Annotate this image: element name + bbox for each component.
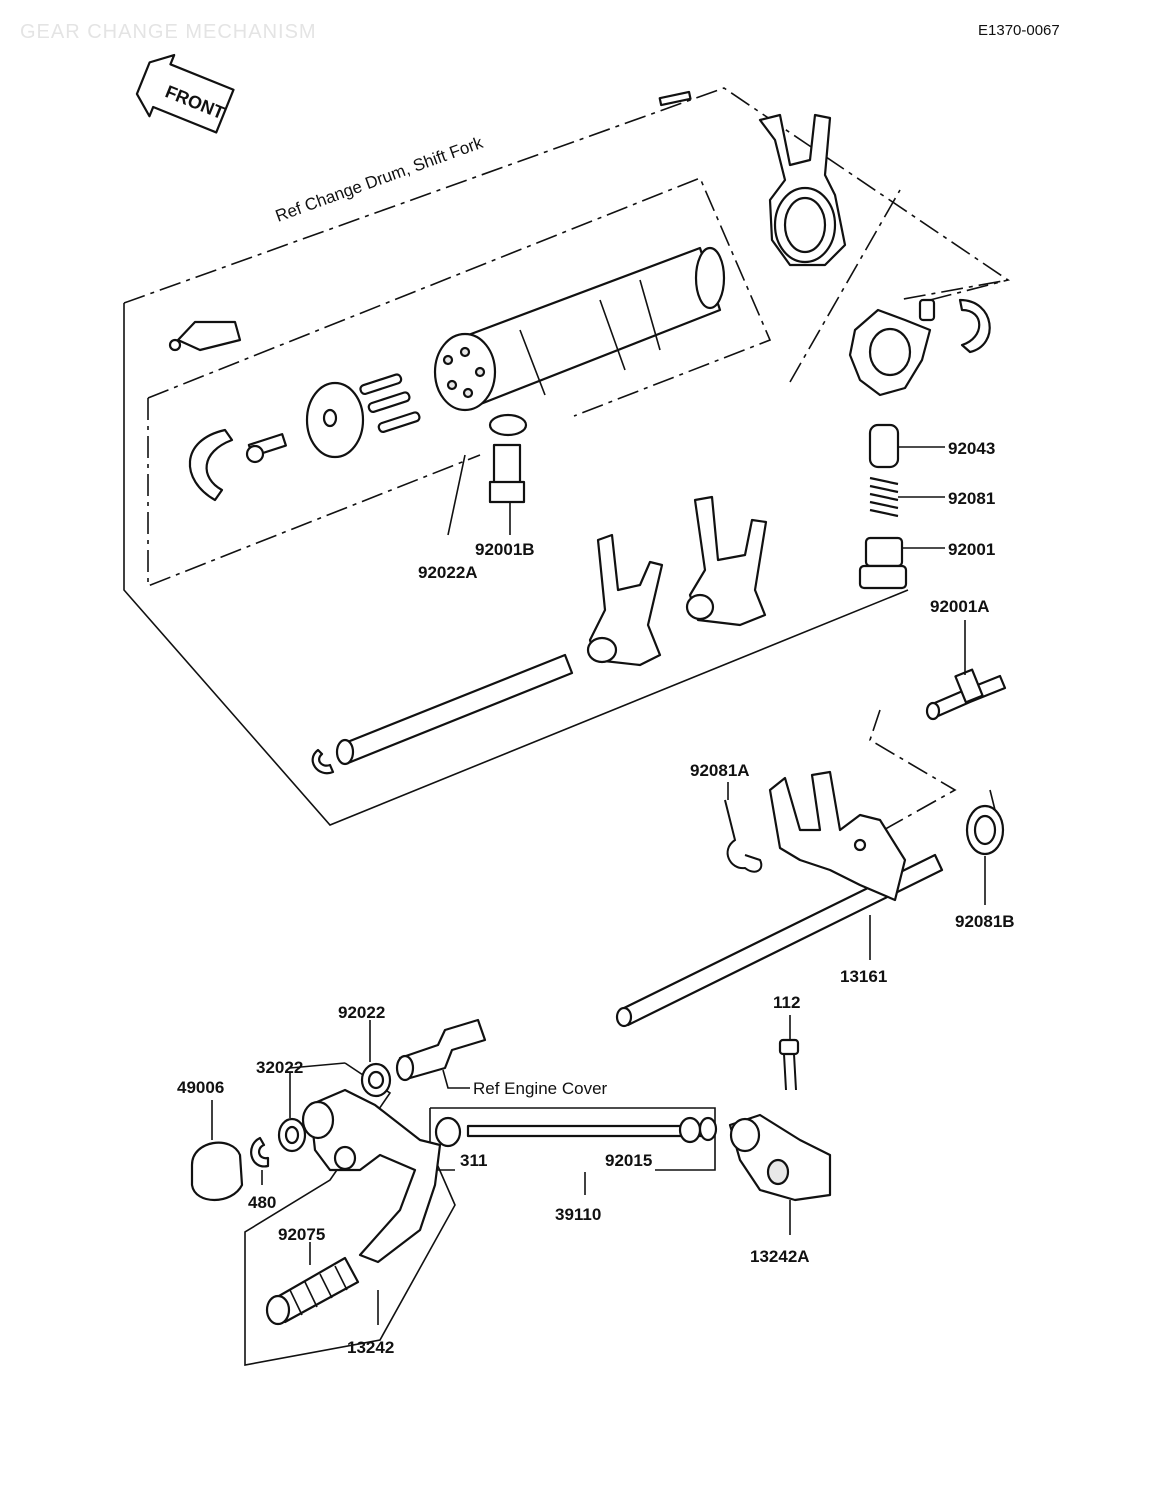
shift-pedal-icon <box>301 1088 442 1264</box>
spring-92081A-icon <box>724 799 763 873</box>
label-92043: 92043 <box>948 439 995 458</box>
label-13242A: 13242A <box>750 1247 810 1266</box>
pin-icon <box>658 90 692 107</box>
bolt-112-icon <box>778 1038 800 1091</box>
drum-group-outline <box>123 87 1011 826</box>
label-92001B: 92001B <box>475 540 535 559</box>
label-311: 311 <box>460 1151 487 1170</box>
label-92075: 92075 <box>278 1225 325 1244</box>
label-13242: 13242 <box>347 1338 394 1357</box>
neutral-switch-icon <box>168 320 242 352</box>
bolt-92001A-icon <box>925 668 1007 721</box>
shift-fork-middle-icon <box>586 533 664 667</box>
small-pin-icon <box>918 298 936 322</box>
fork-rod-icon <box>311 653 574 775</box>
circlip-left-icon <box>188 428 234 502</box>
label-39110: 39110 <box>555 1205 601 1224</box>
cam-plate-icon <box>305 381 365 459</box>
label-13161: 13161 <box>840 967 887 986</box>
label-92022: 92022 <box>338 1003 385 1022</box>
label-92081B: 92081B <box>955 912 1015 931</box>
label-92001: 92001 <box>948 540 995 559</box>
ref-engine-cover-label: Ref Engine Cover <box>473 1079 608 1098</box>
diagram-code: E1370-0067 <box>978 22 1060 39</box>
spring-92081-icon <box>869 476 899 518</box>
diagram-title: GEAR CHANGE MECHANISM <box>20 21 317 43</box>
drum-bolt-icon <box>488 413 528 504</box>
drum-pins-icon <box>359 373 421 433</box>
detent-wheel-icon <box>848 308 932 397</box>
label-112: 112 <box>773 993 800 1012</box>
shift-shaft-icon <box>615 770 944 1028</box>
circlip-480-icon <box>250 1136 270 1168</box>
cap-49006-icon <box>190 1141 244 1201</box>
washer-32022-icon <box>277 1117 307 1153</box>
front-arrow-icon: FRONT <box>135 53 235 134</box>
spring-92081B-icon <box>965 789 1005 856</box>
shift-fork-right-icon <box>685 495 768 627</box>
change-drum-icon <box>433 246 726 412</box>
label-92022A: 92022A <box>418 563 478 582</box>
washer-92022-icon <box>360 1062 392 1098</box>
sleeve-92043-icon <box>868 423 900 469</box>
label-49006: 49006 <box>177 1078 224 1097</box>
pedal-rubber-92075-icon <box>265 1256 360 1326</box>
label-480: 480 <box>248 1193 276 1212</box>
label-92081: 92081 <box>948 489 995 508</box>
shift-arm-13242A-icon <box>728 1113 832 1202</box>
label-92001A: 92001A <box>930 597 990 616</box>
label-92081A: 92081A <box>690 761 750 780</box>
shift-fork-top-icon <box>758 113 847 267</box>
plug-92001-icon <box>858 536 908 590</box>
circlip-right-icon <box>958 298 991 354</box>
label-92015: 92015 <box>605 1151 652 1170</box>
screw-icon <box>245 433 287 464</box>
label-32022: 32022 <box>256 1058 303 1077</box>
tie-rod-icon <box>434 1116 718 1148</box>
pivot-bolt-icon <box>395 1018 487 1082</box>
